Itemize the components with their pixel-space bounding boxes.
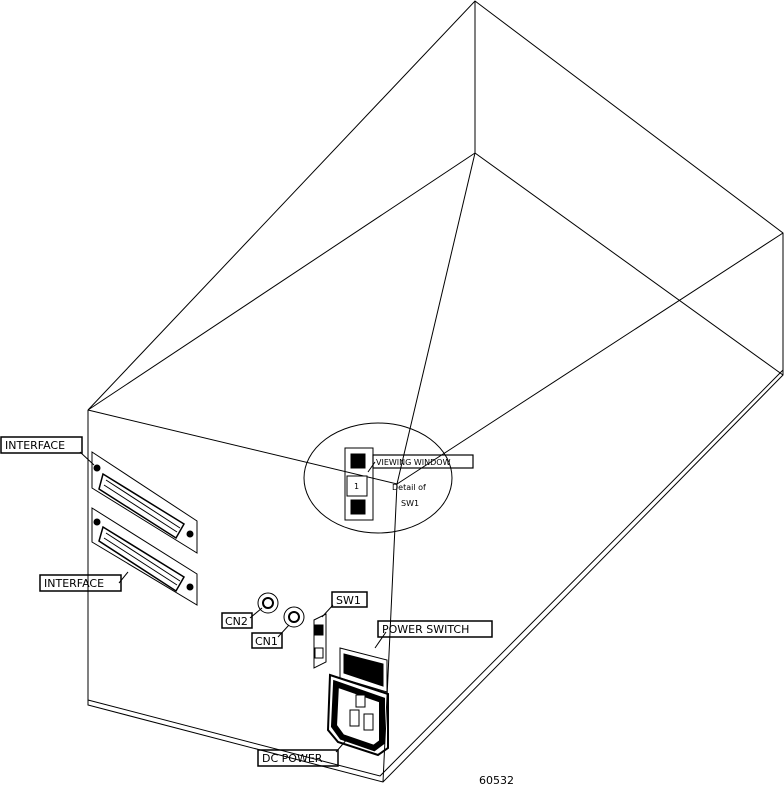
enclosure-outline (87, 0, 784, 783)
interface-top-label: INTERFACE (5, 439, 65, 452)
cn1-jack (283, 606, 305, 628)
power-switch (339, 647, 388, 693)
interface-connector-top (91, 451, 198, 554)
dc-power-label: DC POWER (262, 752, 323, 765)
interface-top-box (0, 436, 83, 454)
viewing-window-box (372, 454, 474, 469)
cn1-box (251, 632, 283, 649)
detail-sw1-label: SW1 (401, 499, 419, 508)
detail-of-label: Detail of (392, 483, 426, 492)
sw1-detail-callout (303, 422, 453, 534)
interface-connector-bottom (91, 507, 198, 606)
power-switch-box (377, 620, 493, 638)
switch-position-label: 1 (354, 482, 359, 491)
interface-bottom-label: INTERFACE (44, 577, 104, 590)
sw1-switch (313, 613, 327, 669)
figure-number: 60532 (479, 774, 514, 787)
cn2-box (221, 612, 253, 629)
cn2-jack (257, 592, 279, 614)
cn2-label: CN2 (225, 615, 248, 628)
cn1-label: CN1 (255, 635, 278, 648)
sw1-label: SW1 (336, 594, 361, 607)
dc-power-inlet (326, 673, 389, 757)
sw1-box (331, 591, 368, 608)
interface-bottom-box (39, 574, 122, 592)
viewing-window-label: VIEWING WINDOW (376, 458, 451, 467)
power-switch-label: POWER SWITCH (382, 623, 469, 636)
dc-power-box (257, 749, 339, 767)
